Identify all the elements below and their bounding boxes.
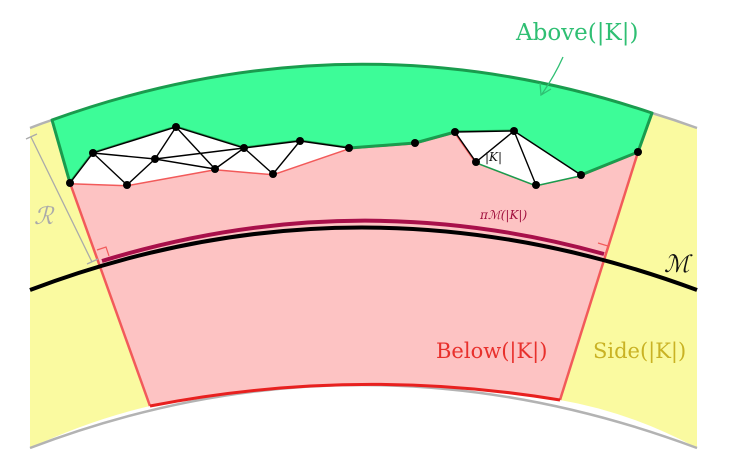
above-label: Above(|K|) xyxy=(515,20,638,46)
vertex xyxy=(123,181,131,189)
complex-vertices xyxy=(66,123,642,189)
vertex xyxy=(472,158,480,166)
right-angle-mark-left xyxy=(96,246,110,257)
tube-radius-line xyxy=(30,136,93,263)
vertex xyxy=(345,144,353,152)
side-label: Side(|K|) xyxy=(593,339,686,364)
vertex xyxy=(240,144,248,152)
side-region-left xyxy=(30,120,150,448)
below-side-edge-right xyxy=(558,151,640,401)
vertex xyxy=(411,139,419,147)
vertex xyxy=(532,181,540,189)
vertex xyxy=(451,128,459,136)
vertex xyxy=(510,127,518,135)
side-region-right xyxy=(560,113,697,448)
vertex xyxy=(151,155,159,163)
complex-interior-left xyxy=(70,127,349,185)
below-side-edge-left xyxy=(68,182,152,407)
complex-label: |K| xyxy=(485,150,502,164)
tube-radius-label: ℛ xyxy=(34,202,55,230)
vertex xyxy=(66,179,74,187)
below-label: Below(|K|) xyxy=(436,339,547,364)
manifold-label: ℳ xyxy=(664,250,693,278)
vertex xyxy=(296,137,304,145)
tube-radius-tick-bottom xyxy=(86,258,99,265)
vertex xyxy=(211,165,219,173)
tube-radius-tick-top xyxy=(25,133,38,140)
vertex xyxy=(89,149,97,157)
vertex xyxy=(269,170,277,178)
tube-outer-boundary-right xyxy=(651,111,698,130)
above-arrow xyxy=(541,56,564,95)
right-angle-mark-right xyxy=(597,242,609,256)
below-bottom-edge xyxy=(149,382,561,408)
below-region xyxy=(70,132,638,406)
projection-label: πℳ(|K|) xyxy=(479,208,527,222)
vertex xyxy=(577,171,585,179)
vertex xyxy=(634,148,642,156)
tube-outer-boundary-left xyxy=(29,118,53,130)
above-arrowhead xyxy=(539,82,552,97)
projection-curve xyxy=(101,218,605,263)
complex-interior-right xyxy=(455,131,581,185)
vertex xyxy=(172,123,180,131)
manifold-curve xyxy=(29,225,698,292)
